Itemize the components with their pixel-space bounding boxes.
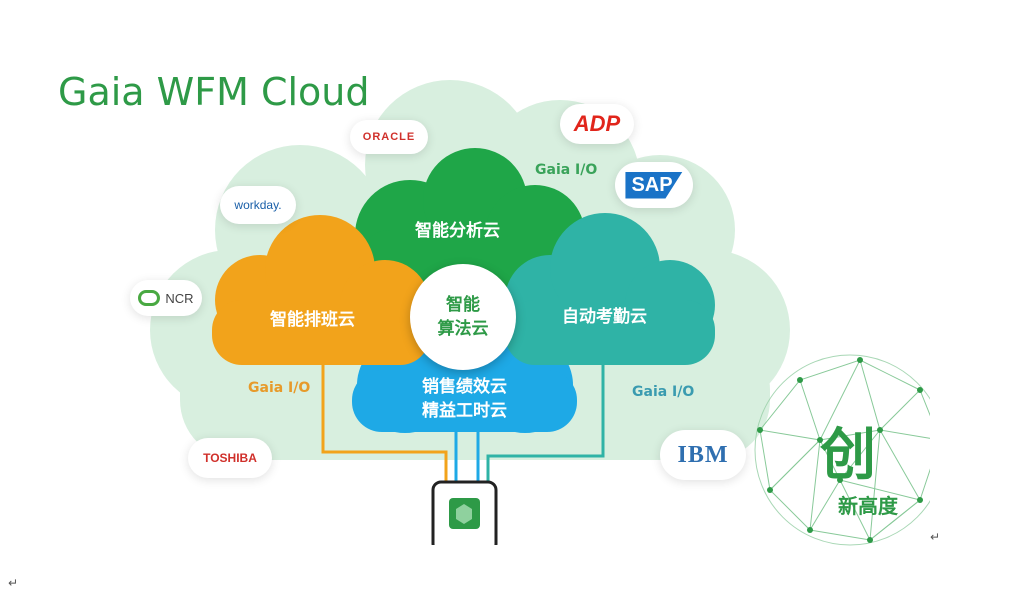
scheduling-cloud-label: 智能排班云 xyxy=(270,310,355,330)
analytics-cloud-label: 智能分析云 xyxy=(415,221,500,241)
sap-logo-text: SAP xyxy=(625,171,683,199)
attendance-cloud-label: 自动考勤云 xyxy=(562,307,647,327)
adp-logo: ADP xyxy=(560,104,634,144)
paragraph-mark-left: ↵ xyxy=(8,576,19,590)
oracle-logo: ORACLE xyxy=(350,120,428,154)
sales-cloud-label-1: 销售绩效云 xyxy=(422,377,507,397)
ncr-icon xyxy=(138,290,161,306)
center-label-1: 智能 xyxy=(446,295,480,315)
seal-big-character: 创 xyxy=(820,422,876,488)
ibm-logo: IBM xyxy=(660,430,746,480)
sphere-nodes xyxy=(757,357,943,543)
page-title: Gaia WFM Cloud xyxy=(58,70,370,114)
sales-cloud-label-2: 精益工时云 xyxy=(422,401,507,421)
adp-logo-text: ADP xyxy=(573,111,621,136)
ibm-logo-text: IBM xyxy=(677,441,729,468)
toshiba-logo: TOSHIBA xyxy=(188,438,272,478)
ncr-logo: NCR xyxy=(130,280,202,316)
center-label-2: 算法云 xyxy=(437,319,489,339)
workday-logo-text: workday. xyxy=(234,198,282,212)
oracle-logo-text: ORACLE xyxy=(362,131,416,143)
io-label-top: Gaia I/O xyxy=(535,162,598,178)
workday-logo: workday. xyxy=(220,186,296,224)
phone-device xyxy=(431,480,498,554)
scheduling-cloud xyxy=(212,215,430,365)
ncr-logo-text: NCR xyxy=(165,290,194,306)
toshiba-logo-text: TOSHIBA xyxy=(203,451,257,465)
sap-logo: SAP xyxy=(615,162,693,208)
seal-small-text: 新高度 xyxy=(838,494,898,518)
attendance-cloud xyxy=(505,213,715,365)
io-label-left: Gaia I/O xyxy=(248,380,311,396)
paragraph-mark-right: ↵ xyxy=(930,530,941,544)
io-label-right: Gaia I/O xyxy=(632,384,695,400)
center-algorithm-circle: 智能 算法云 xyxy=(410,264,516,370)
